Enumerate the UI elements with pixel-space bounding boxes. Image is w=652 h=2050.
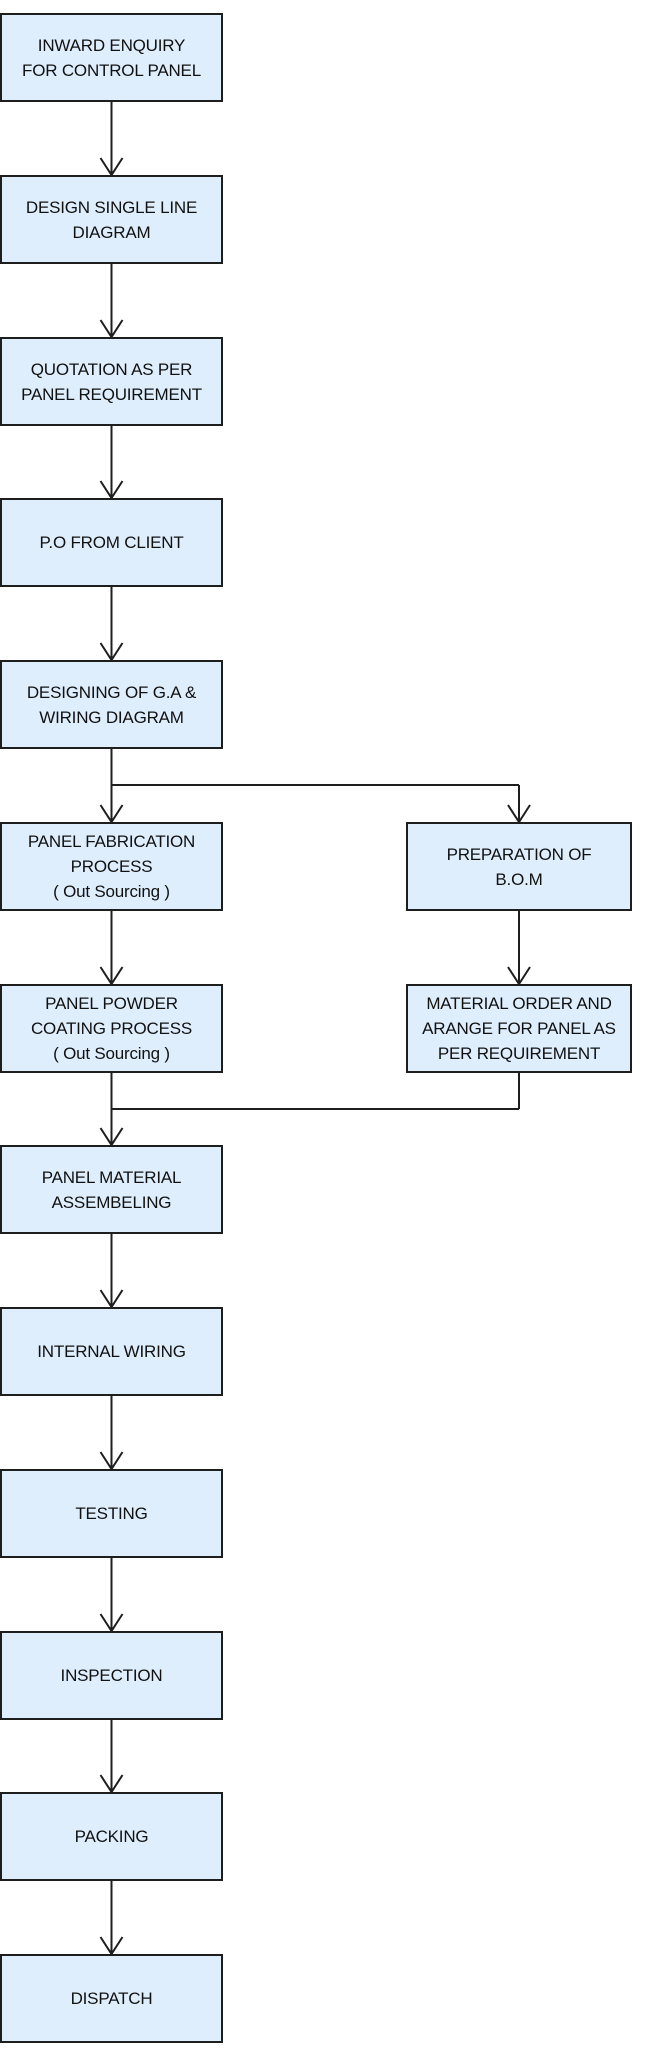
step-label: PANEL REQUIREMENT	[21, 384, 202, 404]
step-box-ga-wiring: DESIGNING OF G.A & WIRING DIAGRAM	[0, 660, 223, 749]
step-label: TESTING	[75, 1504, 148, 1523]
step-label: INWARD ENQUIRY	[37, 35, 186, 55]
step-label: PREPARATION OF	[446, 844, 592, 864]
step-label: ( Out Sourcing )	[53, 882, 170, 901]
step-label: DESIGNING OF G.A &	[26, 682, 197, 702]
step-box-bom: PREPARATION OF B.O.M	[406, 822, 632, 911]
step-label: QUOTATION AS PER	[30, 359, 193, 379]
step-box-inspection: INSPECTION	[0, 1631, 223, 1720]
step-box-panel-fabrication: PANEL FABRICATION PROCESS ( Out Sourcing )	[0, 822, 223, 911]
step-box-assembling: PANEL MATERIAL ASSEMBELING	[0, 1145, 223, 1234]
step-box-quotation: QUOTATION AS PER PANEL REQUIREMENT	[0, 337, 223, 426]
step-box-design-sld: DESIGN SINGLE LINE DIAGRAM	[0, 175, 223, 264]
step-label: DESIGN SINGLE LINE	[25, 197, 198, 217]
step-box-dispatch: DISPATCH	[0, 1954, 223, 2043]
step-label: ASSEMBELING	[51, 1192, 172, 1212]
step-label: INTERNAL WIRING	[37, 1342, 186, 1361]
step-box-inward-enquiry: INWARD ENQUIRY FOR CONTROL PANEL	[0, 13, 223, 102]
step-label: B.O.M	[495, 869, 543, 889]
step-label: INSPECTION	[60, 1666, 163, 1685]
step-label: PROCESS	[70, 857, 153, 876]
step-box-powder-coating: PANEL POWDER COATING PROCESS ( Out Sourcin…	[0, 984, 223, 1073]
step-label: COATING PROCESS	[30, 1019, 193, 1038]
step-box-material-order: MATERIAL ORDER AND ARANGE FOR PANEL AS PER…	[406, 984, 632, 1073]
step-label: ARANGE FOR PANEL AS	[422, 1019, 616, 1038]
step-label: DISPATCH	[70, 1989, 153, 2008]
step-label: WIRING DIAGRAM	[39, 707, 184, 727]
step-label: P.O FROM CLIENT	[39, 533, 184, 552]
step-label: PANEL POWDER	[45, 994, 178, 1013]
step-box-packing: PACKING	[0, 1792, 223, 1881]
step-label: DIAGRAM	[72, 222, 151, 242]
step-box-testing: TESTING	[0, 1469, 223, 1558]
step-label: PANEL MATERIAL	[41, 1167, 182, 1187]
step-label: MATERIAL ORDER AND	[426, 994, 612, 1013]
step-label: PACKING	[74, 1827, 149, 1846]
step-box-po-from-client: P.O FROM CLIENT	[0, 498, 223, 587]
step-label: PANEL FABRICATION	[27, 832, 196, 851]
step-label: FOR CONTROL PANEL	[22, 60, 201, 80]
step-box-internal-wiring: INTERNAL WIRING	[0, 1307, 223, 1396]
step-label: ( Out Sourcing )	[53, 1044, 170, 1063]
step-label: PER REQUIREMENT	[437, 1044, 601, 1063]
